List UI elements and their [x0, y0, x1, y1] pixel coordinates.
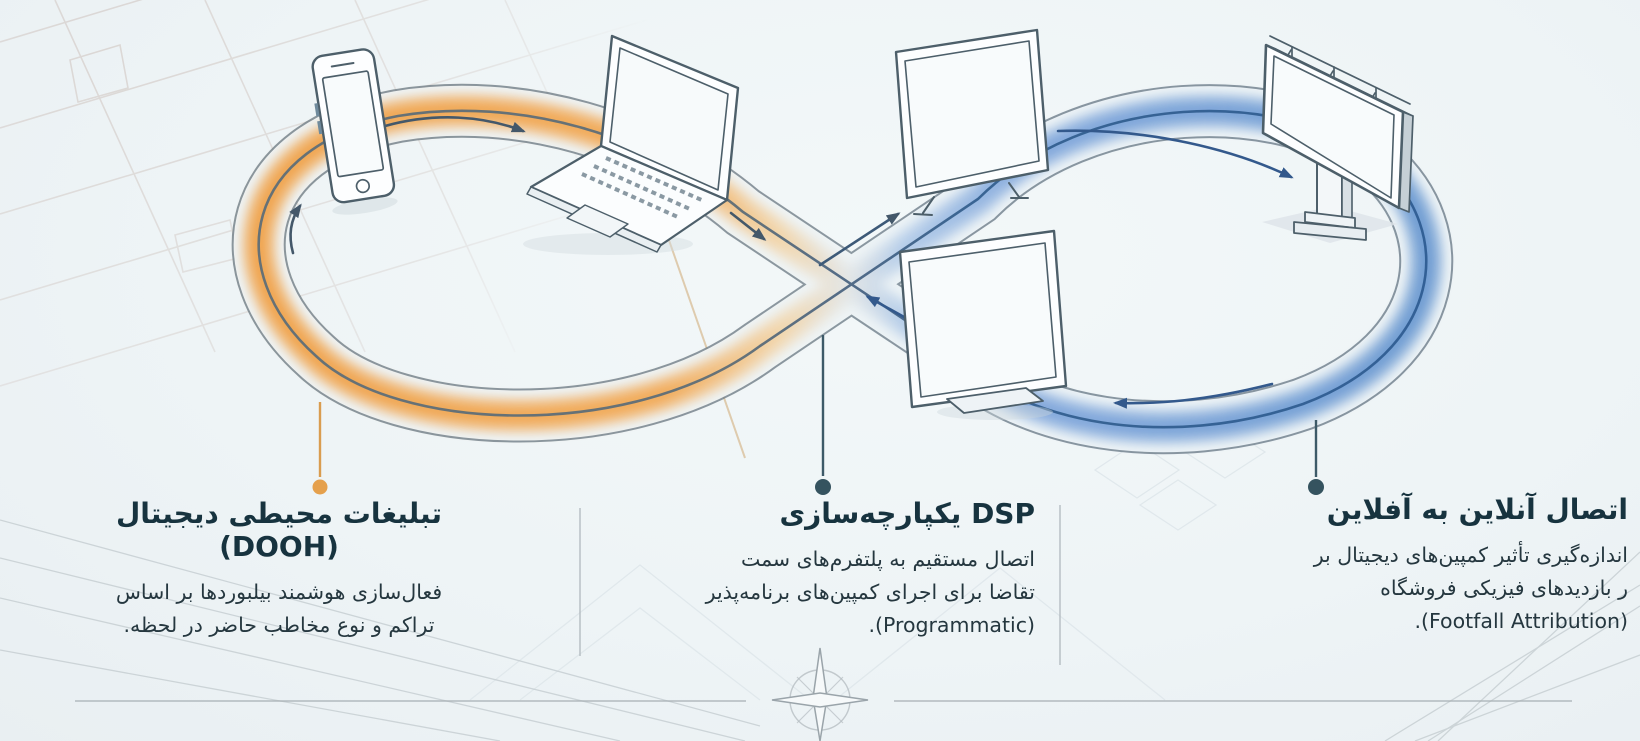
- flow-arrow-cross-up-right: [818, 212, 901, 267]
- section-o2o-desc-line: ر بازدیدهای فیزیکی فروشگاه: [1380, 576, 1628, 601]
- section-dsp-title: DSP یکپارچه‌سازی: [779, 497, 1035, 530]
- billboard-icon: [1261, 35, 1414, 243]
- section-o2o-desc-line: اندازه‌گیری تأثیر کمپین‌های دیجیتال بر: [1313, 543, 1628, 567]
- flow-arrow-top-right: [383, 116, 526, 133]
- connector-dot-o2o: [1308, 479, 1324, 495]
- connector-dot-dooh: [312, 479, 328, 495]
- corner-rays-bottom-right: [1384, 551, 1640, 741]
- section-dsp-desc-line: تقاضا برای اجرای کمپین‌های برنامه‌پذیر: [705, 580, 1035, 605]
- section-o2o-desc-line: (Footfall Attribution).: [1414, 609, 1628, 634]
- section-dooh-desc-line: فعال‌سازی هوشمند بیلبوردها بر اساس: [115, 580, 443, 604]
- flow-arrow-up-left-side: [289, 203, 302, 255]
- section-dooh-title: تبلیغات محیطی دیجیتال (DOOH): [115, 497, 443, 563]
- section-dooh-desc-line: تراکم و نوع مخاطب حاضر در لحظه.: [123, 613, 435, 638]
- section-o2o: اتصال آنلاین به آفلاین اندازه‌گیری تأثیر…: [1158, 493, 1628, 639]
- infinity-loop-band: [231, 83, 1454, 455]
- section-dsp-desc-line: اتصال مستقیم به پلتفرم‌های سمت: [740, 547, 1035, 571]
- tv-icon: [894, 28, 1050, 216]
- map-texture-diamonds: [469, 425, 1267, 701]
- laptop-icon: [523, 34, 740, 255]
- smartphone-icon: [311, 48, 398, 215]
- section-o2o-title: اتصال آنلاین به آفلاین: [1326, 493, 1628, 526]
- desktop-monitor-icon: [898, 229, 1068, 420]
- flow-arrow-right-loop-top: [1056, 129, 1294, 179]
- corner-rays-bottom-left: [0, 519, 761, 741]
- flow-glow: [243, 95, 1442, 443]
- section-dooh: تبلیغات محیطی دیجیتال (DOOH) فعال‌سازی ه…: [58, 497, 500, 642]
- compass-rose-icon: [771, 647, 869, 741]
- section-dsp: DSP یکپارچه‌سازی اتصال مستقیم به پلتفرم‌…: [618, 497, 1035, 643]
- section-connectors: [312, 335, 1324, 495]
- map-road-line: [655, 202, 746, 459]
- section-dsp-desc-line: (Programmatic).: [868, 613, 1035, 638]
- flow-arrow-right-loop-bottom: [1113, 382, 1274, 409]
- flow-arrow-after-laptop: [729, 211, 767, 241]
- connector-dot-dsp: [815, 479, 831, 495]
